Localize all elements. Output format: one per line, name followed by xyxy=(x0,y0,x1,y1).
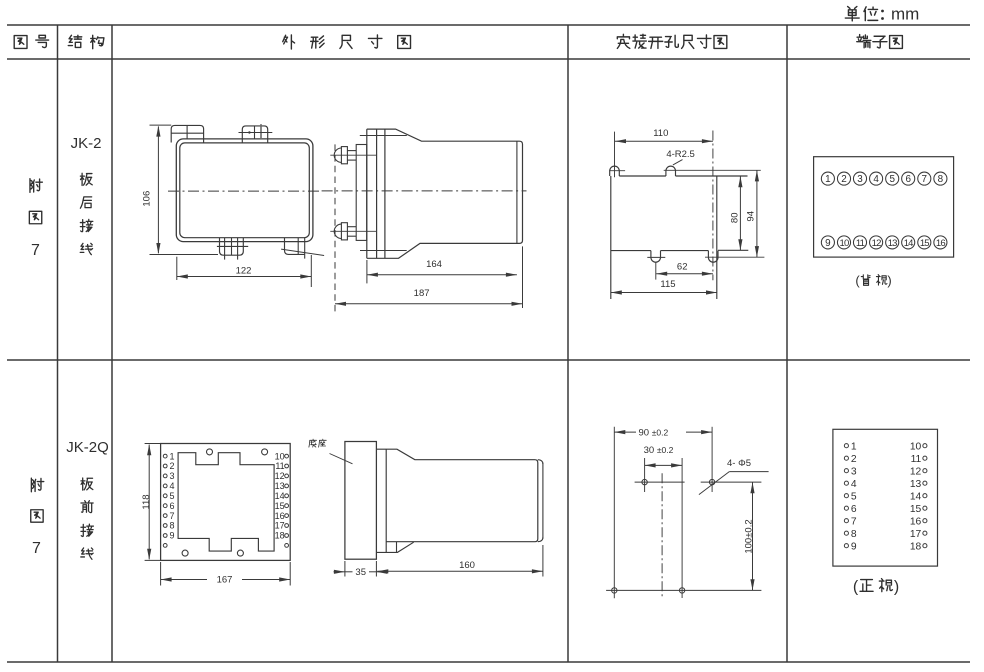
svg-text:16: 16 xyxy=(910,516,922,527)
svg-text:4: 4 xyxy=(170,481,175,491)
svg-text:115: 115 xyxy=(660,279,675,290)
svg-text:15: 15 xyxy=(275,501,285,511)
svg-text:mm: mm xyxy=(891,5,919,24)
svg-text:): ) xyxy=(894,579,899,596)
svg-text:5: 5 xyxy=(889,174,895,185)
svg-text:14: 14 xyxy=(910,491,922,502)
svg-text:12: 12 xyxy=(910,466,922,477)
svg-text:8: 8 xyxy=(851,529,857,540)
svg-text:80: 80 xyxy=(729,213,740,224)
svg-text:18: 18 xyxy=(275,531,285,541)
svg-text:13: 13 xyxy=(888,238,897,249)
svg-text:10: 10 xyxy=(840,238,849,249)
svg-text:90 ±0.2: 90 ±0.2 xyxy=(639,427,669,438)
svg-text:2: 2 xyxy=(170,461,175,471)
svg-text:5: 5 xyxy=(851,491,857,502)
svg-text:(: ( xyxy=(853,579,859,596)
svg-text:8: 8 xyxy=(170,521,175,531)
svg-text:4- Φ5: 4- Φ5 xyxy=(727,458,751,469)
svg-text:15: 15 xyxy=(920,238,929,249)
svg-text:16: 16 xyxy=(936,238,945,249)
svg-text:17: 17 xyxy=(910,529,922,540)
svg-text:167: 167 xyxy=(217,575,233,586)
svg-text:4-R2.5: 4-R2.5 xyxy=(666,149,695,160)
svg-text:122: 122 xyxy=(236,265,252,276)
svg-text:10: 10 xyxy=(910,441,922,452)
svg-text:8: 8 xyxy=(938,174,944,185)
svg-text:164: 164 xyxy=(426,259,442,270)
svg-text:5: 5 xyxy=(170,491,175,501)
svg-text:): ) xyxy=(887,273,891,288)
svg-text:9: 9 xyxy=(170,531,175,541)
svg-text:13: 13 xyxy=(910,479,922,490)
svg-text:2: 2 xyxy=(841,174,847,185)
svg-text:94: 94 xyxy=(746,211,757,222)
svg-text:17: 17 xyxy=(275,521,285,531)
svg-text:14: 14 xyxy=(904,238,913,249)
svg-text:30 ±0.2: 30 ±0.2 xyxy=(644,445,674,456)
svg-text:100±0.2: 100±0.2 xyxy=(744,519,755,553)
svg-text:4: 4 xyxy=(873,174,879,185)
svg-text:118: 118 xyxy=(141,494,152,509)
svg-text:1: 1 xyxy=(851,441,857,452)
svg-text:JK-2: JK-2 xyxy=(71,135,102,152)
svg-text:10: 10 xyxy=(275,451,285,461)
svg-text:16: 16 xyxy=(275,511,285,521)
svg-text:11: 11 xyxy=(856,238,865,249)
svg-text:187: 187 xyxy=(414,288,430,299)
svg-text:15: 15 xyxy=(910,504,922,515)
svg-text:JK-2Q: JK-2Q xyxy=(66,439,109,456)
svg-text:7: 7 xyxy=(32,540,41,557)
svg-text:1: 1 xyxy=(825,174,831,185)
svg-text:11: 11 xyxy=(275,461,284,471)
svg-text:7: 7 xyxy=(31,242,40,259)
svg-text:110: 110 xyxy=(653,128,668,139)
svg-text:6: 6 xyxy=(851,504,857,515)
svg-text:4: 4 xyxy=(851,479,857,490)
svg-text:7: 7 xyxy=(922,174,928,185)
svg-text:3: 3 xyxy=(170,471,175,481)
svg-text:62: 62 xyxy=(677,262,688,273)
svg-text:2: 2 xyxy=(851,454,857,465)
svg-text:106: 106 xyxy=(142,191,153,207)
svg-text:1: 1 xyxy=(170,451,175,461)
svg-text:6: 6 xyxy=(905,174,911,185)
svg-text:13: 13 xyxy=(275,481,285,491)
svg-text:7: 7 xyxy=(170,511,175,521)
svg-text:9: 9 xyxy=(851,541,857,552)
svg-text:35: 35 xyxy=(355,567,366,578)
svg-text:12: 12 xyxy=(872,238,881,249)
svg-text:11: 11 xyxy=(911,454,922,465)
svg-text:3: 3 xyxy=(857,174,863,185)
svg-text:160: 160 xyxy=(459,560,475,571)
svg-text:9: 9 xyxy=(825,238,831,249)
svg-text:18: 18 xyxy=(910,541,922,552)
svg-text:3: 3 xyxy=(851,466,857,477)
svg-text:7: 7 xyxy=(851,516,857,527)
svg-text:12: 12 xyxy=(275,471,285,481)
svg-text:(: ( xyxy=(855,273,860,288)
svg-text:14: 14 xyxy=(275,491,285,501)
svg-text:6: 6 xyxy=(170,501,175,511)
